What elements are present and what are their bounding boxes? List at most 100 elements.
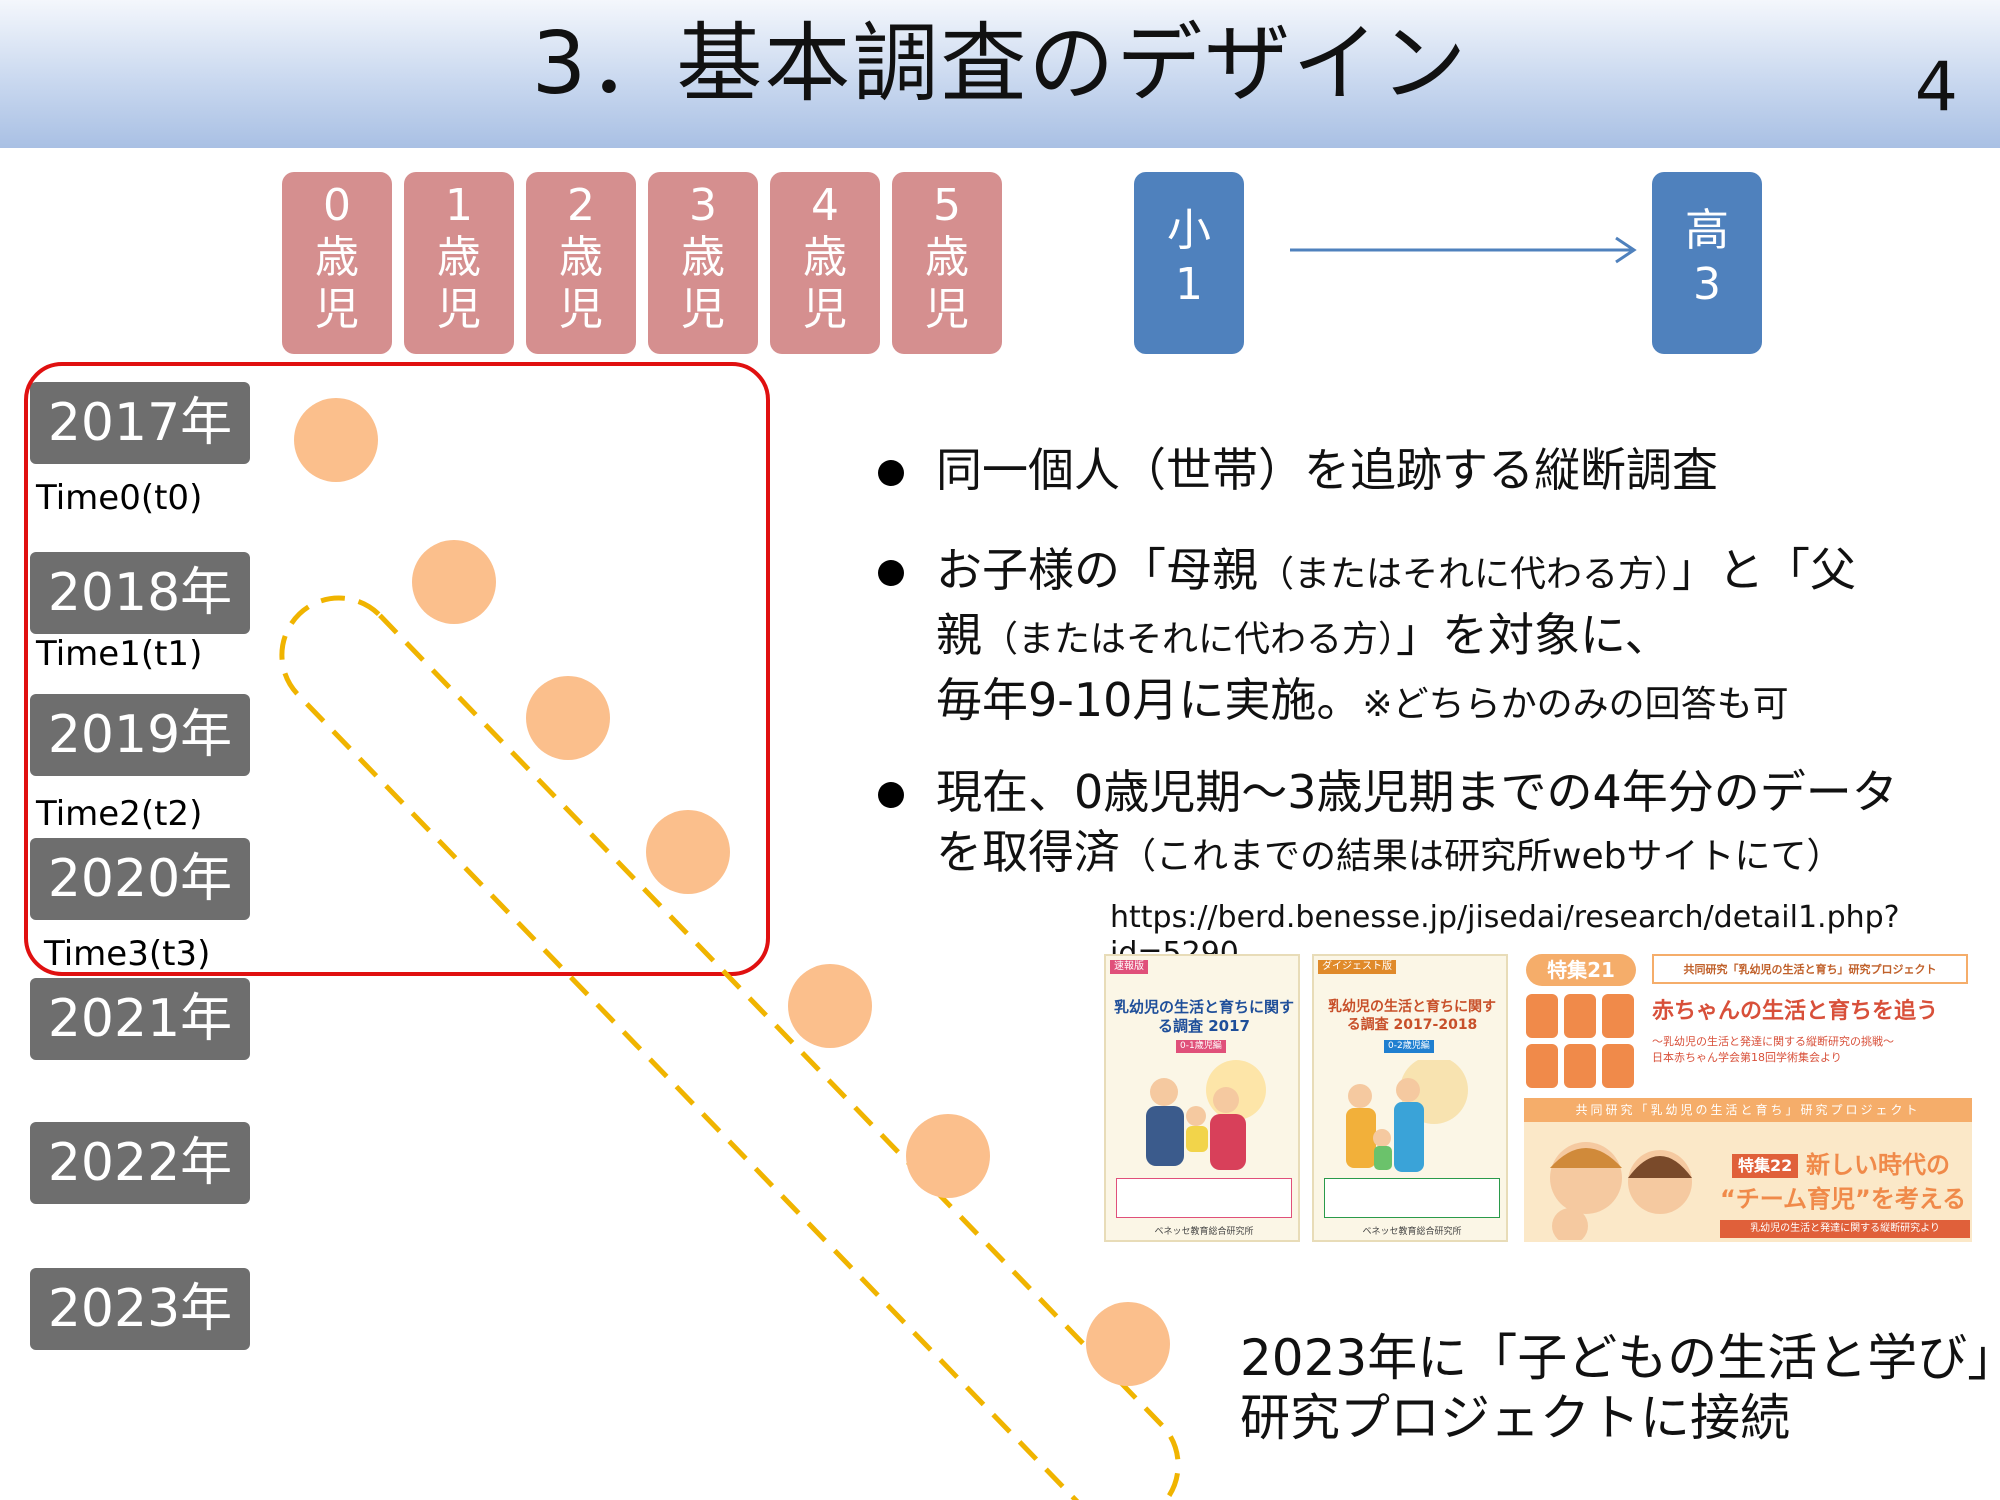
age-number: 5	[933, 180, 961, 231]
cohort-circle-2020	[646, 810, 730, 894]
family-illustration	[1346, 1060, 1468, 1172]
school-end-label: 高	[1685, 205, 1729, 256]
feature-badge: 特集22	[1732, 1154, 1799, 1178]
report-summary-box	[1324, 1178, 1500, 1218]
bullet-text: 親	[936, 608, 982, 662]
page-number: 4	[1914, 48, 1958, 127]
report-title: 乳幼児の生活と育ちに関する調査 2017-2018	[1328, 999, 1496, 1033]
report-summary-box	[1116, 1178, 1292, 1218]
age-char: 歳	[559, 232, 603, 283]
age-char: 歳	[437, 232, 481, 283]
age-char: 児	[681, 284, 725, 335]
time-label-t3: Time3(t3)	[44, 934, 211, 974]
report-thumbnail-2017-2018: ダイジェスト版 乳幼児の生活と育ちに関する調査 2017-2018 0-2歳児編…	[1312, 954, 1508, 1242]
cohort-circle-2023	[1086, 1302, 1170, 1386]
bullet-note: ※どちらかのみの回答も可	[1362, 684, 1789, 725]
age-char: 児	[315, 284, 359, 335]
feature-banner: 共同研究「乳幼児の生活と育ち」研究プロジェクト	[1524, 1098, 1972, 1122]
connection-line: 研究プロジェクトに接続	[1240, 1389, 1790, 1447]
time-label-t1: Time1(t1)	[36, 634, 203, 674]
feature-icon-grid	[1526, 994, 1638, 1088]
year-box-2023: 2023年	[30, 1268, 250, 1350]
year-box-2017: 2017年	[30, 382, 250, 464]
school-start-box: 小 1	[1134, 172, 1244, 354]
cohort-circle-2022	[906, 1114, 990, 1198]
report-title: 乳幼児の生活と育ちに関する調査 2017	[1114, 998, 1295, 1035]
year-box-2020: 2020年	[30, 838, 250, 920]
feature-thumbnail-22: 共同研究「乳幼児の生活と育ち」研究プロジェクト 特集22 新しい時代の “チーム…	[1524, 1098, 1972, 1242]
report-footer: ベネッセ教育総合研究所	[1154, 1227, 1254, 1237]
cohort-circle-2019	[526, 676, 610, 760]
age-box-5: 5 歳 児	[892, 172, 1002, 354]
family-illustration	[1146, 1060, 1266, 1170]
bullet-dot-icon	[878, 460, 904, 486]
parent-child-illustration	[1550, 1142, 1692, 1240]
age-char: 歳	[315, 232, 359, 283]
time-label-t0: Time0(t0)	[36, 478, 203, 518]
bullet-text: 」と「父	[1672, 543, 1857, 597]
slide-title: 3．基本調査のデザイン	[531, 14, 1469, 114]
feature-footer: 乳幼児の生活と発達に関する縦断研究より	[1720, 1220, 1970, 1238]
project-connection-note: 2023年に「子どもの生活と学び」 研究プロジェクトに接続	[1240, 1328, 2000, 1448]
age-box-4: 4 歳 児	[770, 172, 880, 354]
year-box-2018: 2018年	[30, 552, 250, 634]
age-char: 歳	[925, 232, 969, 283]
age-number: 4	[811, 180, 839, 231]
bullet-text: 毎年9-10月に実施。	[936, 673, 1363, 727]
bullet-text: お子様の「母親	[936, 543, 1258, 597]
bullet-dot-icon	[878, 782, 904, 808]
bullet-note: （またはそれに代わる方）	[982, 619, 1397, 660]
age-box-0: 0 歳 児	[282, 172, 392, 354]
cohort-circle-2018	[412, 540, 496, 624]
feature-title: “チーム育児”を考える	[1720, 1185, 1967, 1213]
bullet-note: （またはそれに代わる方）	[1258, 554, 1673, 595]
completed-period-frame	[24, 362, 770, 976]
feature-title: 新しい時代の	[1806, 1151, 1950, 1179]
age-char: 児	[925, 284, 969, 335]
bullet-dot-icon	[878, 560, 904, 586]
time-label-t2: Time2(t2)	[36, 794, 203, 834]
cohort-circle-2021	[788, 964, 872, 1048]
age-char: 児	[803, 284, 847, 335]
school-end-box: 高 3	[1652, 172, 1762, 354]
age-number: 1	[445, 180, 473, 231]
feature-project: 共同研究「乳幼児の生活と育ち」研究プロジェクト	[1652, 954, 1968, 984]
age-number: 2	[567, 180, 595, 231]
feature-title: 赤ちゃんの生活と育ちを追う	[1652, 999, 1939, 1024]
bullet-text-block: お子様の「母親（またはそれに代わる方）」と「父 親（またはそれに代わる方）」を対…	[936, 540, 2000, 735]
age-char: 児	[559, 284, 603, 335]
feature-thumbnail-21: 特集21 共同研究「乳幼児の生活と育ち」研究プロジェクト 赤ちゃんの生活と育ちを…	[1524, 954, 1972, 1092]
slide-header	[0, 0, 2000, 148]
bullet-text: を取得済	[936, 825, 1120, 879]
report-tag: 速報版	[1110, 960, 1148, 974]
age-char: 歳	[803, 232, 847, 283]
year-box-2022: 2022年	[30, 1122, 250, 1204]
school-start-grade: 1	[1175, 259, 1203, 310]
age-box-3: 3 歳 児	[648, 172, 758, 354]
school-start-label: 小	[1167, 205, 1211, 256]
bullet-text: 」を対象に、	[1396, 608, 1671, 662]
report-subtitle: 0-2歳児編	[1384, 1040, 1434, 1053]
feature-subtitle: 日本赤ちゃん学会第18回学術集会より	[1652, 1051, 1842, 1064]
dashed-capsule	[279, 595, 1181, 1500]
feature-badge: 特集21	[1526, 954, 1636, 986]
report-thumbnail-2017: 速報版 乳幼児の生活と育ちに関する調査 2017 0-1歳児編 ベネッセ教育総合…	[1104, 954, 1300, 1242]
bullet-note: （これまでの結果は研究所webサイトにて）	[1120, 836, 1843, 877]
bullet-text: 現在、0歳児期～3歳児期までの4年分のデータ	[936, 765, 1898, 819]
report-subtitle: 0-1歳児編	[1176, 1040, 1226, 1053]
age-box-2: 2 歳 児	[526, 172, 636, 354]
age-number: 3	[689, 180, 717, 231]
bullet-text-block: 現在、0歳児期～3歳児期までの4年分のデータ を取得済（これまでの結果は研究所w…	[936, 762, 2000, 887]
research-url-link[interactable]: https://berd.benesse.jp/jisedai/research…	[1110, 900, 1900, 971]
year-box-2021: 2021年	[30, 978, 250, 1060]
age-char: 児	[437, 284, 481, 335]
arrow-right-icon	[1290, 236, 1637, 264]
report-tag: ダイジェスト版	[1318, 960, 1396, 974]
age-number: 0	[323, 180, 351, 231]
year-box-2019: 2019年	[30, 694, 250, 776]
school-end-grade: 3	[1693, 259, 1721, 310]
bullet-text: 同一個人（世帯）を追跡する縦断調査	[936, 443, 1718, 497]
age-box-1: 1 歳 児	[404, 172, 514, 354]
feature-subtitle: ～乳幼児の生活と発達に関する縦断研究の挑戦～	[1652, 1035, 1894, 1048]
